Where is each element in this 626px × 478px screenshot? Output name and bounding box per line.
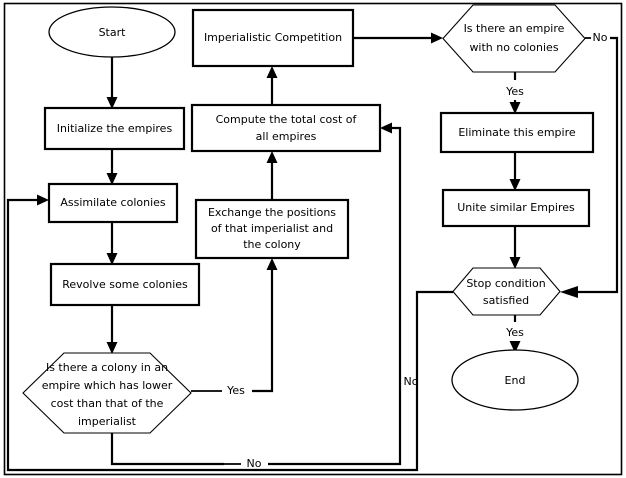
stop-condition-satisfied-hexagon[interactable] bbox=[452, 267, 561, 316]
edge-decision-yes-to-exchange bbox=[191, 258, 278, 393]
edge-start-to-initialize bbox=[106, 57, 118, 109]
unite-similar-empires-label: Unite similar Empires bbox=[457, 201, 575, 214]
node-is-there-a-colony-lower-cost[interactable]: Is there a colony in an empire which has… bbox=[22, 352, 192, 434]
initialize-the-empires-box[interactable] bbox=[43, 106, 186, 151]
edge-unite-to-stop bbox=[509, 226, 521, 269]
exchange-the-positions-box[interactable] bbox=[194, 198, 350, 260]
edge-compute-to-imperialistic bbox=[266, 66, 278, 105]
edge-label-yes-empire-colonies: Yes bbox=[505, 85, 524, 98]
edge-empire-decision-no-to-stop bbox=[560, 36, 619, 298]
edge-revolve-to-decision bbox=[106, 305, 118, 354]
edge-label-yes-stop-condition: Yes bbox=[505, 326, 524, 339]
edge-label-no-colony-lower-cost: No bbox=[247, 457, 262, 470]
compute-the-total-cost-box[interactable] bbox=[190, 103, 382, 153]
assimilate-colonies-label: Assimilate colonies bbox=[60, 196, 166, 209]
assimilate-colonies-box[interactable] bbox=[47, 182, 179, 224]
eliminate-this-empire-label: Eliminate this empire bbox=[458, 126, 575, 139]
is-there-a-colony-lower-cost-hexagon[interactable] bbox=[22, 352, 192, 434]
node-revolve-some-colonies[interactable]: Revolve some colonies bbox=[49, 262, 201, 307]
is-there-an-empire-no-colonies-line-1: Is there an empire bbox=[464, 22, 565, 35]
node-end[interactable]: End bbox=[451, 349, 579, 411]
stop-condition-satisfied-line-2: satisfied bbox=[483, 294, 529, 307]
outer-frame bbox=[3, 2, 623, 476]
exchange-the-positions-line-2: of that imperialist and bbox=[211, 222, 333, 235]
edge-label-yes-colony-lower-cost: Yes bbox=[226, 384, 245, 397]
node-exchange-the-positions[interactable]: Exchange the positions of that imperiali… bbox=[194, 198, 350, 260]
exchange-the-positions-line-3: the colony bbox=[243, 238, 301, 251]
compute-the-total-cost-line-2: all empires bbox=[256, 130, 317, 143]
is-there-a-colony-lower-cost-line-1: Is there a colony in an bbox=[46, 361, 168, 374]
is-there-a-colony-lower-cost-line-2: empire which has lower bbox=[42, 379, 173, 392]
unite-similar-empires-box[interactable] bbox=[441, 188, 591, 228]
node-imperialistic-competition[interactable]: Imperialistic Competition bbox=[191, 8, 355, 68]
node-compute-the-total-cost[interactable]: Compute the total cost of all empires bbox=[190, 103, 382, 153]
end-label: End bbox=[505, 374, 526, 387]
start-label: Start bbox=[99, 26, 127, 39]
edge-imperialistic-to-empire-decision bbox=[353, 32, 443, 44]
is-there-an-empire-no-colonies-line-2: with no colonies bbox=[469, 41, 558, 54]
edge-stop-yes-to-end bbox=[509, 315, 521, 353]
edge-initialize-to-assimilate bbox=[106, 149, 118, 185]
edge-label-no-empire-colonies: No bbox=[593, 31, 608, 44]
node-assimilate-colonies[interactable]: Assimilate colonies bbox=[47, 182, 179, 224]
edge-stop-no-to-assimilate bbox=[6, 194, 453, 472]
revolve-some-colonies-label: Revolve some colonies bbox=[62, 278, 188, 291]
node-stop-condition-satisfied[interactable]: Stop condition satisfied bbox=[452, 267, 561, 316]
compute-the-total-cost-line-1: Compute the total cost of bbox=[216, 113, 358, 126]
eliminate-this-empire-box[interactable] bbox=[439, 111, 595, 154]
is-there-a-colony-lower-cost-line-3: cost than that of the bbox=[51, 397, 164, 410]
node-is-there-an-empire-no-colonies[interactable]: Is there an empire with no colonies bbox=[442, 4, 586, 73]
edge-label-no-stop-condition: No bbox=[404, 375, 419, 388]
edge-decision-no-to-compute bbox=[110, 122, 402, 466]
start-ellipse[interactable] bbox=[48, 6, 176, 58]
is-there-a-colony-lower-cost-line-4: imperialist bbox=[78, 415, 137, 428]
imperialistic-competition-label: Imperialistic Competition bbox=[204, 31, 342, 44]
is-there-an-empire-no-colonies-hexagon[interactable] bbox=[442, 4, 586, 73]
stop-condition-satisfied-line-1: Stop condition bbox=[466, 277, 545, 290]
edge-empire-decision-yes-to-eliminate bbox=[509, 72, 521, 114]
edge-assimilate-to-revolve bbox=[106, 222, 118, 265]
revolve-some-colonies-box[interactable] bbox=[49, 262, 201, 307]
node-eliminate-this-empire[interactable]: Eliminate this empire bbox=[439, 111, 595, 154]
node-start[interactable]: Start bbox=[48, 6, 176, 58]
edge-exchange-to-compute bbox=[266, 151, 278, 200]
exchange-the-positions-line-1: Exchange the positions bbox=[208, 206, 336, 219]
initialize-the-empires-label: Initialize the empires bbox=[57, 122, 173, 135]
node-unite-similar-empires[interactable]: Unite similar Empires bbox=[441, 188, 591, 228]
end-ellipse[interactable] bbox=[451, 349, 579, 411]
node-initialize-the-empires[interactable]: Initialize the empires bbox=[43, 106, 186, 151]
imperialistic-competition-box[interactable] bbox=[191, 8, 355, 68]
edge-eliminate-to-unite bbox=[509, 152, 521, 191]
